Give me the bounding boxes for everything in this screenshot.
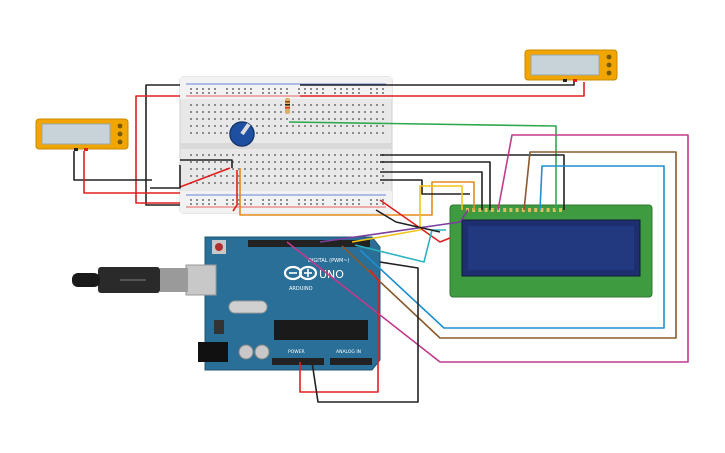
wire-black (380, 161, 491, 210)
wires (73, 82, 689, 403)
wire-blue (359, 165, 665, 329)
wire-red (179, 167, 231, 188)
wire-black (145, 84, 180, 206)
wire-magenta (286, 134, 689, 363)
arduino-logo (283, 265, 318, 281)
wire-red (379, 199, 451, 243)
wire-purple (319, 209, 469, 243)
breadboard[interactable] (179, 76, 393, 214)
wire-red (135, 95, 180, 204)
digital-label: DIGITAL (PWM~) (308, 258, 350, 264)
power-label: POWER (288, 349, 305, 355)
analog-label: ANALOG IN (336, 349, 361, 355)
resistor[interactable] (285, 98, 290, 114)
wire-red (232, 170, 238, 212)
brand-label: ARDUINO (289, 286, 313, 292)
wire-yellow (351, 185, 463, 243)
multimeter-left[interactable] (35, 118, 129, 151)
wire-red (300, 82, 585, 97)
potentiometer[interactable] (229, 121, 255, 147)
wire-black (311, 261, 419, 403)
lcd-display[interactable] (449, 204, 653, 298)
wire-red (83, 151, 180, 194)
wire-red (299, 269, 379, 393)
breadboard-holes (190, 88, 384, 205)
wire-black (300, 82, 575, 86)
wire-black (150, 165, 181, 189)
wire-black (380, 154, 565, 210)
wire-teal (354, 229, 446, 263)
usb-cable (72, 264, 217, 296)
multimeter-right[interactable] (524, 49, 618, 82)
wire-black (380, 171, 483, 210)
wire-orange (239, 168, 475, 216)
wire-brown (341, 151, 677, 339)
wire-black (375, 209, 441, 233)
wire-black (380, 179, 470, 195)
wire-black (180, 159, 233, 168)
wire-black (73, 151, 152, 181)
wire-green (288, 121, 557, 210)
